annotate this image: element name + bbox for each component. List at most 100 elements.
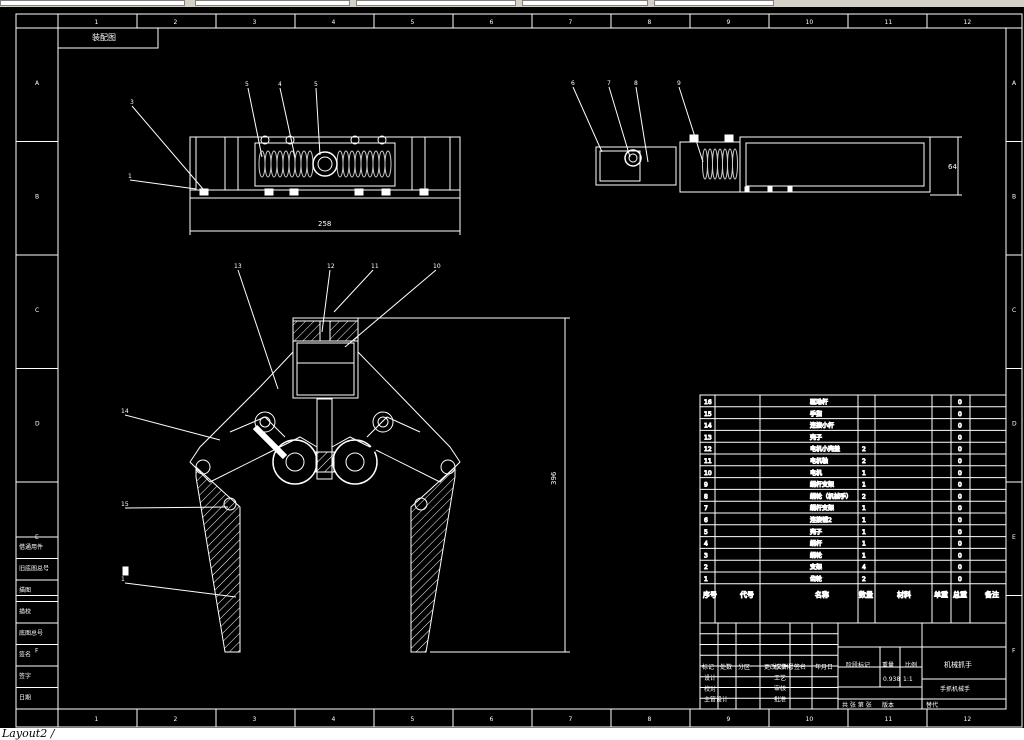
left-strip-cell: 签名 <box>19 651 31 659</box>
title-label: 标记 <box>702 663 714 671</box>
column-label-bottom: 9 <box>727 716 731 723</box>
plotstyle-dropdown[interactable] <box>654 0 774 6</box>
title-replace: 替代 <box>926 701 938 709</box>
bom-qty: 2 <box>862 458 866 465</box>
layout-tab[interactable]: Layout2 / <box>2 727 55 740</box>
left-strip-cell: 旧底图总号 <box>19 565 49 573</box>
bom-total: 0 <box>958 576 962 583</box>
column-label-top: 3 <box>253 19 257 26</box>
bom-name: 电机轴 <box>810 457 828 465</box>
bom-total: 0 <box>958 399 962 406</box>
bom-no: 14 <box>704 423 712 430</box>
column-label-bottom: 2 <box>174 716 178 723</box>
column-label-top: 8 <box>648 19 652 26</box>
bom-total: 0 <box>958 493 962 500</box>
column-label-top: 12 <box>964 19 972 26</box>
bom-qty: 2 <box>862 493 866 500</box>
bom-no: 11 <box>704 458 712 465</box>
title-mid-row: 批准 <box>774 695 786 703</box>
toolbar <box>0 0 1024 7</box>
column-label-bottom: 7 <box>569 716 573 723</box>
bom-name: 驱动杆 <box>810 398 828 406</box>
title-label: 更改文件号 <box>764 663 794 671</box>
color-dropdown[interactable] <box>195 0 350 6</box>
bom-total: 0 <box>958 434 962 441</box>
bom-header-qty: 数量 <box>859 590 873 599</box>
bom-name: 齿轮 <box>810 575 822 583</box>
callout-label: 11 <box>371 263 379 270</box>
corner-tag-text: 装配图 <box>92 32 116 42</box>
bom-name: 手指 <box>810 410 822 418</box>
lineweight-dropdown[interactable] <box>522 0 648 6</box>
linetype-dropdown[interactable] <box>356 0 516 6</box>
bom-total: 0 <box>958 423 962 430</box>
row-label-right: B <box>1012 193 1016 200</box>
bom-total: 0 <box>958 552 962 559</box>
bom-qty: 1 <box>862 470 866 477</box>
title-block <box>699 622 1007 710</box>
callout-label: 3 <box>130 99 134 106</box>
column-label-top: 9 <box>727 19 731 26</box>
layer-dropdown[interactable] <box>0 0 185 6</box>
callout-label: 5 <box>245 81 249 88</box>
column-label-top: 4 <box>332 19 336 26</box>
title-label: 处数 <box>720 663 732 671</box>
bom-no: 8 <box>704 493 708 500</box>
left-strip-cell: 借通用件 <box>19 543 43 551</box>
title-label: 签名 <box>794 663 806 671</box>
bom-qty: 4 <box>862 564 866 571</box>
bom-qty: 1 <box>862 482 866 489</box>
bom-no: 4 <box>704 541 708 548</box>
bom-no: 15 <box>704 411 712 418</box>
bom-no: 1 <box>704 576 708 583</box>
bom-no: 7 <box>704 505 708 512</box>
row-label-right: D <box>1012 420 1017 427</box>
row-label-left: A <box>35 80 40 87</box>
column-label-bottom: 4 <box>332 716 336 723</box>
column-label-bottom: 10 <box>806 716 814 723</box>
row-label-right: A <box>1012 80 1017 87</box>
callout-label: 1 <box>121 576 125 583</box>
bom-name: 蜗轮（机械手） <box>810 492 852 500</box>
title-sheet: 共 张 第 张 <box>842 701 872 709</box>
bom-name: 蜗轮 <box>810 551 822 559</box>
column-label-bottom: 3 <box>253 716 257 723</box>
column-label-top: 11 <box>885 19 893 26</box>
bom-qty: 1 <box>862 517 866 524</box>
column-label-top: 10 <box>806 19 814 26</box>
bom-name: 连接销2 <box>810 516 832 524</box>
row-label-right: C <box>1012 307 1016 314</box>
bom-qty: 2 <box>862 446 866 453</box>
bom-name: 支架 <box>810 563 822 571</box>
bom-no: 10 <box>704 470 712 477</box>
bom-name: 蜗杆支架 <box>810 481 834 489</box>
callout-label: 15 <box>121 501 129 508</box>
drawing-frame <box>57 27 1007 710</box>
bom-qty: 1 <box>862 541 866 548</box>
row-label-right: F <box>1012 647 1016 654</box>
side-view <box>572 86 962 196</box>
bom-no: 13 <box>704 434 712 441</box>
callout-label: 13 <box>234 263 242 270</box>
bom-header-unit_weight: 单重 <box>934 590 948 599</box>
column-label-top: 2 <box>174 19 178 26</box>
bom-name: 蜗杆支架 <box>810 504 834 512</box>
callout-label: 1 <box>128 173 132 180</box>
bom-total: 0 <box>958 458 962 465</box>
title-mid-row: 审核 <box>774 685 786 693</box>
bom-qty: 1 <box>862 505 866 512</box>
row-label-left: F <box>35 647 39 654</box>
column-label-top: 1 <box>95 19 99 26</box>
title-left-row: 设计 <box>704 674 716 682</box>
side-height-dim: 64 <box>948 163 957 171</box>
column-label-bottom: 5 <box>411 716 415 723</box>
callout-label: 4 <box>278 81 282 88</box>
left-strip-cell: 描图 <box>19 586 31 594</box>
row-label-left: C <box>35 307 39 314</box>
title-left-row: 主管设计 <box>704 696 728 704</box>
title-left-row: 校对 <box>704 685 716 693</box>
title-stage: 阶段标记 <box>846 661 870 669</box>
bom-no: 6 <box>704 517 708 524</box>
callout-label: 9 <box>677 80 681 87</box>
